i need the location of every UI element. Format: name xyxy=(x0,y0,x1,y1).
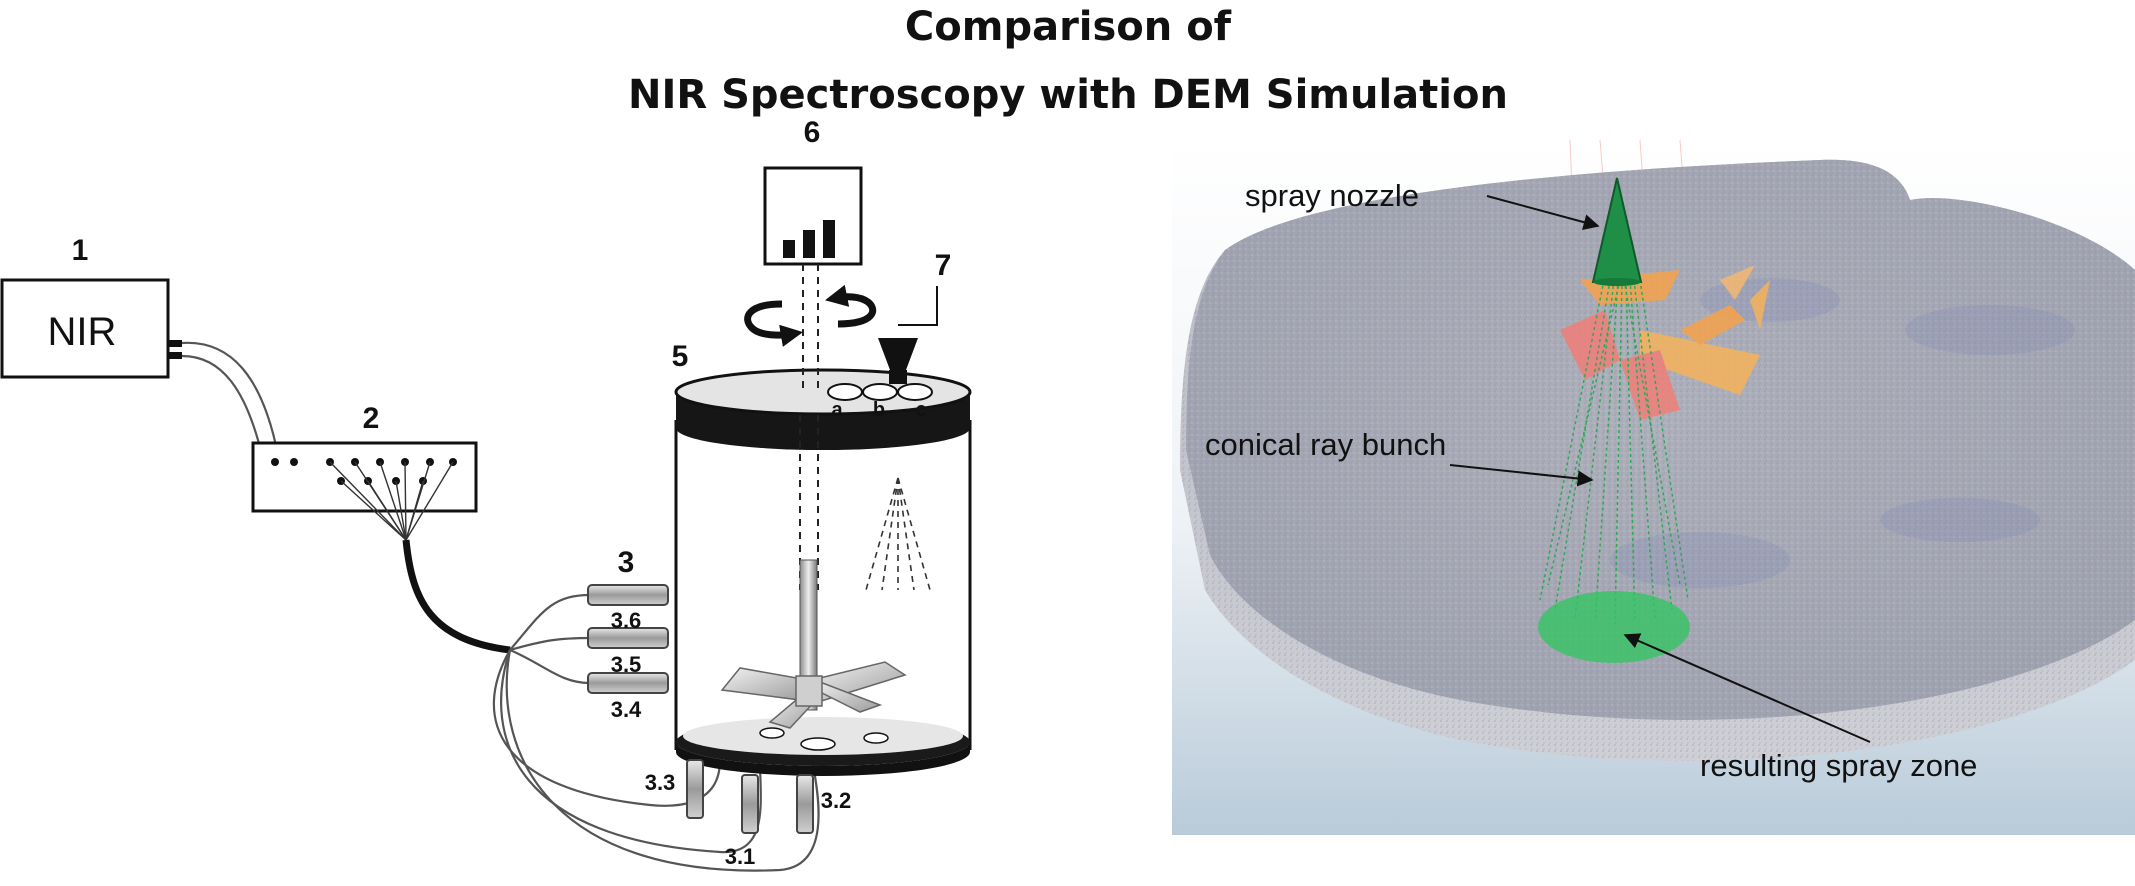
nir-cable-core xyxy=(181,347,272,456)
probe-cables xyxy=(492,593,820,872)
lid-port-a: a xyxy=(831,399,843,421)
fibre-fan xyxy=(329,461,454,541)
label-3: 3 xyxy=(618,546,635,579)
stirrer-shaft xyxy=(799,559,818,711)
bar-icon xyxy=(783,220,835,258)
probe-label-3-4: 3.4 xyxy=(611,697,642,722)
nir-device-text: NIR xyxy=(48,310,117,354)
connector-line xyxy=(898,286,938,326)
probe-3-6 xyxy=(587,584,669,606)
label-1: 1 xyxy=(72,234,89,267)
nir-connector xyxy=(168,340,182,347)
probe-label-3-6: 3.6 xyxy=(611,608,642,633)
probe-label-3-1: 3.1 xyxy=(725,844,756,869)
experimental-setup: 1 NIR 2 xyxy=(0,116,972,872)
impeller-blades xyxy=(1560,265,1770,420)
probe-3-3 xyxy=(686,759,704,819)
label-2: 2 xyxy=(363,402,380,435)
title-line-2: NIR Spectroscopy with DEM Simulation xyxy=(628,72,1508,118)
annotation-spray-nozzle: spray nozzle xyxy=(1245,178,1419,213)
nozzle-tip xyxy=(889,370,907,384)
spray-zone xyxy=(1538,591,1690,663)
annotation-conical-ray-bunch: conical ray bunch xyxy=(1205,427,1446,462)
probe-3-5 xyxy=(587,627,669,649)
nir-cable xyxy=(181,341,280,456)
spray-cone xyxy=(865,477,931,591)
nir-cable xyxy=(181,354,264,456)
nir-connector xyxy=(168,352,182,359)
probe-3-1 xyxy=(741,774,759,834)
title-line-1: Comparison of xyxy=(905,4,1232,50)
rotation-arrows-icon xyxy=(744,284,877,347)
probe-label-3-2: 3.2 xyxy=(821,788,852,813)
lid-port-b: b xyxy=(873,399,885,421)
label-6: 6 xyxy=(804,116,821,149)
ray-bunch xyxy=(1539,279,1689,625)
lid-port-c: c xyxy=(915,399,926,421)
annotation-arrow xyxy=(1449,464,1594,487)
dem-simulation-panel: spray nozzle conical ray bunch resulting… xyxy=(1172,139,2135,835)
impeller xyxy=(720,661,907,729)
label-7: 7 xyxy=(935,249,952,282)
spray-nozzle-icon xyxy=(878,338,918,370)
probe-3-2 xyxy=(796,774,814,834)
label-5: 5 xyxy=(672,340,689,373)
fibre-bundle xyxy=(402,539,511,654)
annotation-arrow xyxy=(1623,633,1871,743)
probe-3-4 xyxy=(587,672,669,694)
annotation-resulting-spray-zone: resulting spray zone xyxy=(1700,748,1977,783)
annotation-arrow xyxy=(1486,195,1600,230)
nir-device-box xyxy=(0,278,170,379)
nozzle-base xyxy=(1593,278,1641,286)
probe-label-3-3: 3.3 xyxy=(645,770,676,795)
particle-texture xyxy=(1180,159,2135,761)
probe-label-3-5: 3.5 xyxy=(611,652,642,677)
